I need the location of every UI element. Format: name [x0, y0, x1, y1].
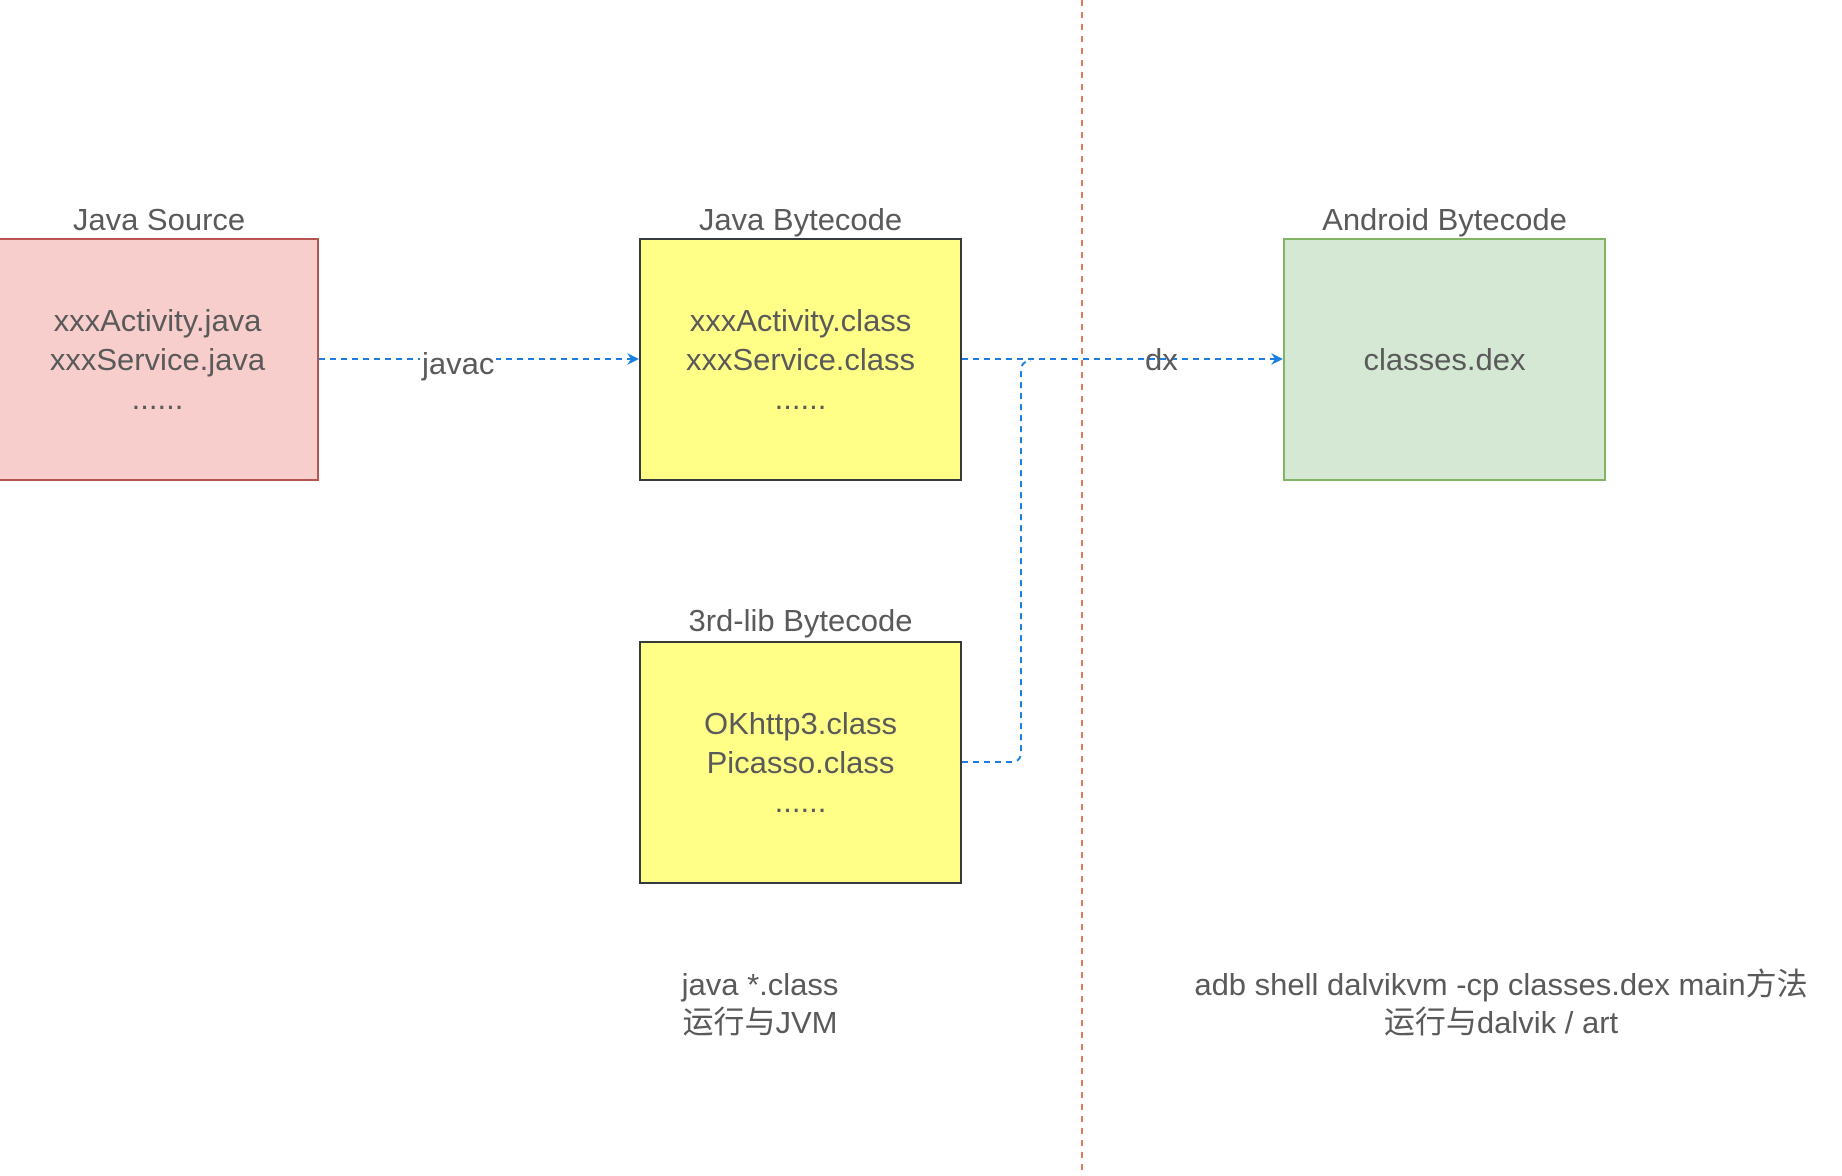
jvm-note: java *.class 运行与JVM	[630, 966, 890, 1042]
java-source-line: ......	[131, 381, 184, 416]
thirdlib-bytecode-line: OKhttp3.class	[704, 706, 897, 741]
thirdlib-connector	[962, 360, 1032, 763]
java-bytecode-line: xxxService.class	[685, 342, 916, 377]
android-bytecode-line: classes.dex	[1363, 342, 1526, 377]
java-source-line: xxxActivity.java	[53, 303, 262, 338]
dalvik-note-line: 运行与dalvik / art	[1383, 1005, 1619, 1040]
dalvik-note: adb shell dalvikvm -cp classes.dex main方…	[1160, 966, 1842, 1042]
jvm-note-line: java *.class	[681, 967, 839, 1002]
java-source-line: xxxService.java	[49, 342, 266, 377]
java-source-title: Java Source	[72, 202, 246, 237]
java-source-box: xxxActivity.java xxxService.java ......	[0, 238, 319, 481]
android-bytecode-box: classes.dex	[1283, 238, 1606, 481]
java-bytecode-line: ......	[774, 381, 827, 416]
thirdlib-bytecode-box: OKhttp3.class Picasso.class ......	[639, 641, 962, 884]
dx-label: dx	[1145, 342, 1178, 377]
java-bytecode-box: xxxActivity.class xxxService.class .....…	[639, 238, 962, 481]
java-bytecode-title: Java Bytecode	[698, 202, 903, 237]
thirdlib-bytecode-title: 3rd-lib Bytecode	[688, 603, 913, 638]
thirdlib-bytecode-line: Picasso.class	[706, 745, 895, 780]
dalvik-note-line: adb shell dalvikvm -cp classes.dex main方…	[1194, 967, 1808, 1002]
android-bytecode-title: Android Bytecode	[1322, 202, 1567, 237]
thirdlib-bytecode-line: ......	[774, 784, 827, 819]
jvm-note-line: 运行与JVM	[682, 1005, 838, 1040]
javac-label: javac	[420, 346, 497, 382]
java-bytecode-line: xxxActivity.class	[689, 303, 912, 338]
